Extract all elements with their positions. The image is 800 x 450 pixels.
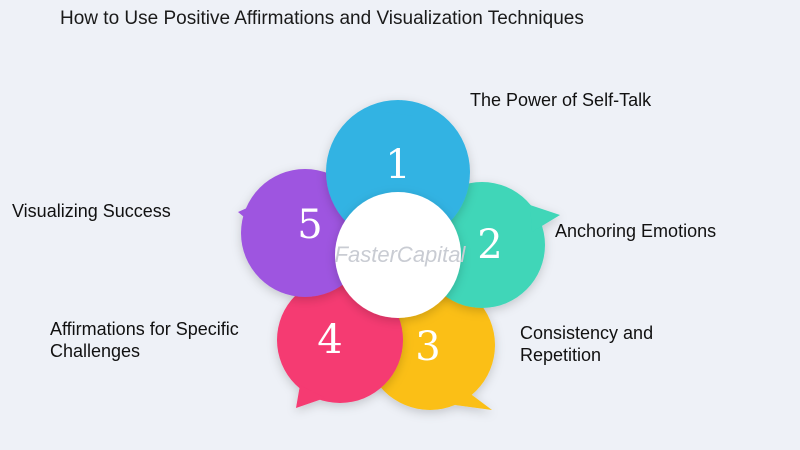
step-1-label: The Power of Self-Talk [470,90,652,110]
step-5-label: Visualizing Success [12,201,171,221]
center-circle [335,192,461,318]
step-3-number: 3 [415,324,440,370]
step-2-number: 2 [477,222,502,268]
petal-2-pointer [530,205,560,232]
watermark-text: FasterCapital [335,242,467,267]
petal-4-pointer [296,385,325,408]
step-3-label: Consistency and Repetition [520,323,654,365]
step-4-label: Affirmations for Specific Challenges [50,319,239,361]
petal-1-pointer [385,100,414,116]
step-5-number: 5 [297,202,322,248]
petal-5-pointer [238,200,265,232]
page-title: How to Use Positive Affirmations and Vis… [60,8,584,29]
step-1-number: 1 [385,142,410,188]
petal-3-pointer [455,392,492,410]
step-2-label: Anchoring Emotions [555,221,717,241]
step-4-number: 4 [317,317,342,363]
